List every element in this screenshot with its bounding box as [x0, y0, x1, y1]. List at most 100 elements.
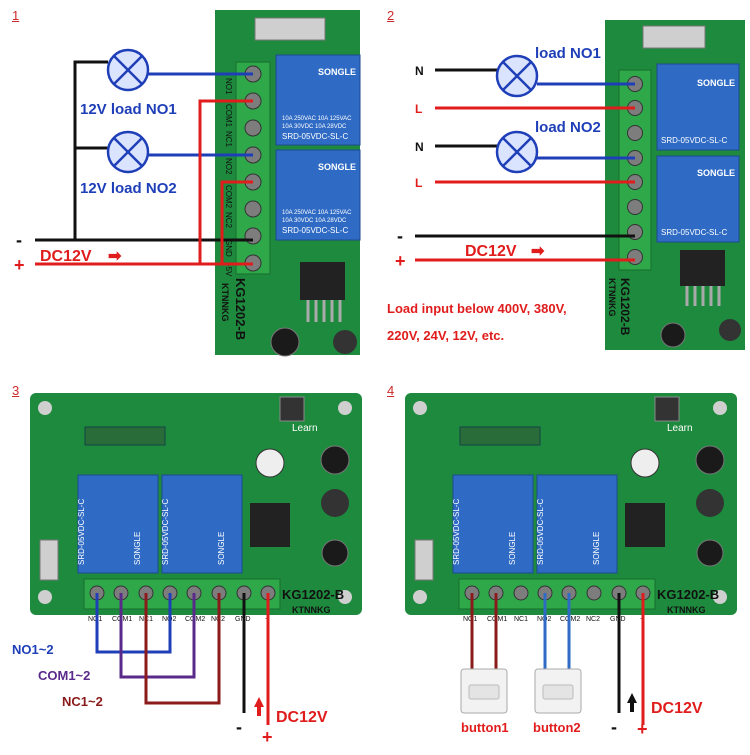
panel-3: 3 Learn SRD-05VDC-SL-C SONGLE SRD-05VDC-… — [0, 375, 375, 750]
dc-label: DC12V — [276, 709, 328, 726]
capacitor — [270, 327, 300, 357]
capacitor — [660, 322, 686, 348]
wiring-diagram-ac-loads: SONGLE SRD-05VDC-SL-C SONGLE SRD-05VDC-S… — [387, 20, 745, 350]
relay-brand: SONGLE — [508, 532, 517, 565]
wire-red — [198, 99, 253, 264]
relay-2: SONGLE SRD-05VDC-SL-C — [656, 155, 740, 243]
relay-1: SRD-05VDC-SL-C SONGLE — [77, 474, 159, 574]
blue-wires — [95, 593, 172, 654]
board-brand: KTNNKG — [292, 605, 331, 615]
terminal-label: COM1 — [224, 104, 233, 128]
darkred-wires — [470, 593, 498, 673]
relay-brand: SONGLE — [133, 532, 142, 565]
push-button-2 — [534, 668, 582, 714]
mounting-holes — [38, 401, 352, 604]
plus-label: + — [395, 251, 406, 271]
neutral-label: N — [415, 140, 424, 154]
relay-model: SRD-05VDC-SL-C — [161, 499, 170, 565]
arrow-up-icon — [627, 693, 637, 703]
capacitor — [695, 445, 725, 475]
line-label: L — [415, 176, 422, 190]
relay-1: SONGLE SRD-05VDC-SL-C — [656, 63, 740, 151]
capacitor — [630, 448, 660, 478]
terminal-label: +5V — [224, 262, 233, 277]
relay-brand: SONGLE — [217, 532, 226, 565]
terminal-label: NC1 — [514, 616, 528, 623]
pin-header — [642, 25, 706, 49]
relay-1: SRD-05VDC-SL-C SONGLE — [452, 474, 534, 574]
load-label: 12V load NO2 — [80, 180, 177, 197]
dc-label: DC12V — [40, 248, 92, 265]
relay-brand: SONGLE — [697, 168, 735, 178]
relay-model: SRD-05VDC-SL-C — [282, 226, 348, 235]
relay-model: SRD-05VDC-SL-C — [536, 499, 545, 565]
regulator-pins — [306, 300, 342, 322]
load-label: load NO2 — [535, 119, 601, 136]
dc-label: DC12V — [465, 243, 517, 260]
relay-brand: SONGLE — [318, 67, 356, 77]
relay-spec: 10A 250VAC 10A 125VAC — [282, 210, 352, 216]
board-brand: KTNNKG — [667, 605, 706, 615]
wire-red — [220, 180, 253, 264]
learn-label: Learn — [292, 423, 318, 434]
learn-button — [654, 396, 680, 422]
relay-spec: 10A 250VAC 10A 125VAC — [282, 116, 352, 122]
black-wires — [415, 68, 635, 238]
darkred-wires — [144, 593, 221, 705]
load-note: Load input below 400V, 380V, — [387, 301, 567, 316]
black-wires — [35, 60, 253, 242]
load-label: load NO1 — [535, 45, 601, 62]
relay-2: SONGLE 10A 250VAC 10A 125VAC 10A 30VDC 1… — [275, 149, 361, 241]
terminal-label: NC1 — [224, 131, 233, 148]
board-model: KG1202-B — [233, 278, 248, 340]
panel-2: 2 SONGLE SRD-05VDC-SL-C SONGLE SRD-05VDC… — [375, 0, 750, 375]
arrow-icon: ➡ — [531, 243, 545, 260]
capacitor — [696, 539, 724, 567]
dc-label: DC12V — [651, 700, 703, 717]
terminal-label: NO2 — [224, 158, 233, 175]
wire-blue — [95, 593, 172, 654]
arrow-up-icon — [630, 702, 634, 712]
wire-purple — [119, 593, 196, 679]
board-brand: KTNNKG — [220, 283, 230, 322]
relay-model: SRD-05VDC-SL-C — [77, 499, 86, 565]
terminal-label: COM2 — [224, 185, 233, 209]
relay-brand: SONGLE — [697, 78, 735, 88]
lamp-1 — [106, 48, 150, 92]
red-wires — [35, 99, 253, 266]
relay-1: SONGLE 10A 250VAC 10A 125VAC 10A 30VDC 1… — [275, 54, 361, 146]
lamp-2 — [106, 130, 150, 174]
terminal-label: NC2 — [224, 212, 233, 229]
antenna-coil — [84, 426, 166, 446]
blue-wires — [543, 593, 571, 673]
wire-darkred — [144, 593, 221, 705]
panel-number: 4 — [387, 383, 395, 398]
arrow-up-icon — [257, 706, 261, 716]
board-model: KG1202-B — [618, 278, 632, 336]
relay-model: SRD-05VDC-SL-C — [661, 136, 727, 145]
capacitor — [255, 448, 285, 478]
purple-wires — [119, 593, 196, 679]
capacitor — [321, 539, 349, 567]
red-wires — [415, 106, 635, 262]
relay-spec: 10A 30VDC 10A 28VDC — [282, 218, 347, 224]
relay-model: SRD-05VDC-SL-C — [282, 132, 348, 141]
terminal-label: NO1 — [224, 78, 233, 95]
arrow-icon: ➡ — [108, 248, 122, 265]
pin-header — [254, 17, 326, 41]
load-note: 220V, 24V, 12V, etc. — [387, 328, 504, 343]
terminal-label: NO1 — [463, 616, 478, 623]
relay-brand: SONGLE — [592, 532, 601, 565]
inductor — [321, 489, 349, 517]
arrow-up-icon — [254, 697, 264, 707]
panel-4: 4 Learn SRD-05VDC-SL-C SONGLE SRD-05VDC-… — [375, 375, 750, 750]
antenna-coil — [459, 426, 541, 446]
regulator-chip — [250, 503, 290, 547]
panel-number: 3 — [12, 383, 20, 398]
lamp-1 — [495, 54, 539, 98]
wiring-diagram-inputs: Learn SRD-05VDC-SL-C SONGLE SRD-05VDC-SL… — [12, 393, 362, 747]
com-label: COM1~2 — [38, 668, 90, 683]
wire-black — [73, 60, 108, 212]
pin-header — [414, 539, 434, 581]
terminal-label: NO1 — [88, 616, 103, 623]
